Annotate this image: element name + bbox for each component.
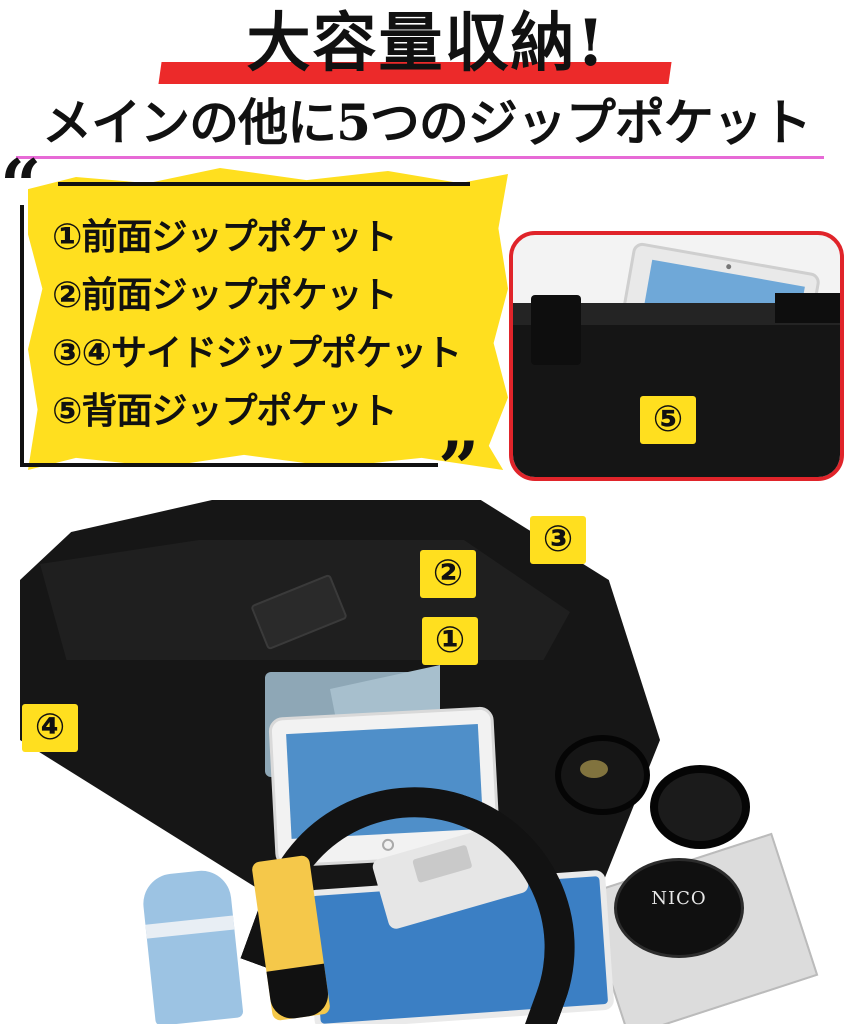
badge-side-pocket-right: ③ <box>530 516 586 564</box>
umbrella-image <box>140 867 244 1024</box>
bag-strap <box>531 295 581 365</box>
pocket-item: ②前面ジップポケット <box>52 275 397 316</box>
pocket-item: ⑤背面ジップポケット <box>52 391 397 432</box>
page-title: 大容量収納! <box>246 6 607 81</box>
camera-icon <box>725 263 732 270</box>
pocket-list: ①前面ジップポケット ②前面ジップポケット ③④サイドジップポケット ⑤背面ジッ… <box>52 212 462 444</box>
badge-front-pocket-upper: ② <box>420 550 476 598</box>
back-pocket-inset-photo <box>509 231 844 481</box>
note-background <box>28 168 508 470</box>
note-frame-top <box>58 182 470 186</box>
close-quote-icon: ” <box>438 425 480 510</box>
badge-side-pocket-left: ④ <box>22 704 78 752</box>
tube-cap <box>266 963 331 1022</box>
compact-mirror-image <box>614 858 744 958</box>
page-subtitle: メインの他に5つのジップポケット <box>42 93 812 152</box>
compact-brand-text: NICO <box>651 888 707 909</box>
divider <box>16 156 824 159</box>
note-frame-left <box>20 205 24 467</box>
badge-back-pocket: ⑤ <box>640 396 696 444</box>
umbrella-band <box>145 915 235 939</box>
open-quote-icon: “ <box>0 143 42 228</box>
bag-rim <box>513 303 840 325</box>
note-frame-bottom <box>20 463 438 467</box>
pocket-item: ①前面ジップポケット <box>52 217 397 258</box>
lens-reflection <box>580 760 608 778</box>
sunglasses-lens <box>650 765 750 849</box>
badge-front-pocket-lower: ① <box>422 617 478 665</box>
pocket-item: ③④サイドジップポケット <box>52 333 462 374</box>
bag-strap <box>775 293 840 323</box>
